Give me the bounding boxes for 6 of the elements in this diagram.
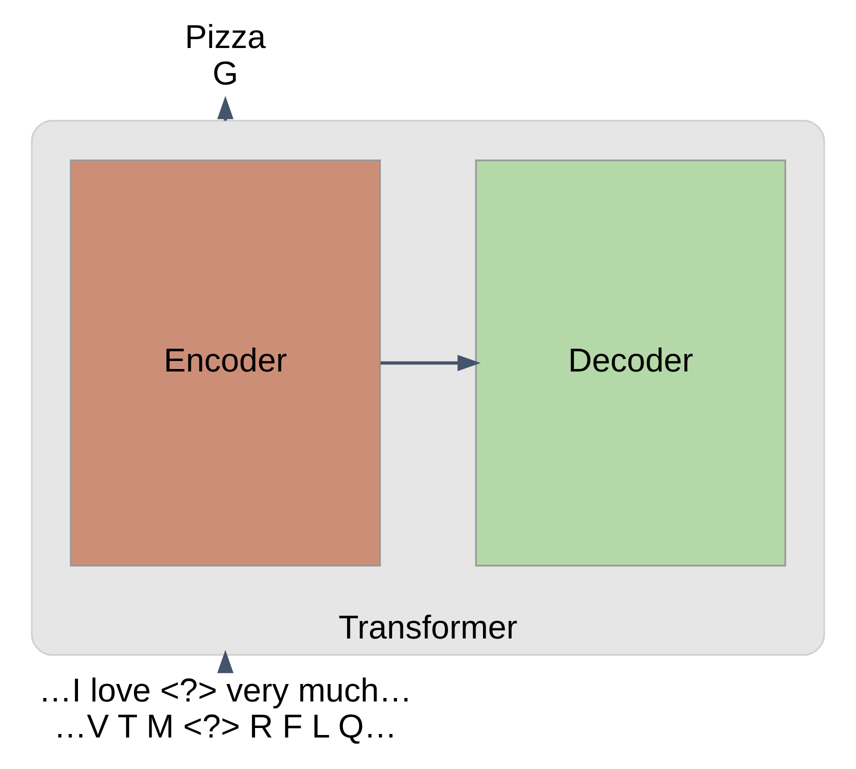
node-text: …I love <?> very much… …V T M <?> R F L Q… [38,672,412,746]
node-box: Decoder [475,160,786,566]
node-text: Pizza G [184,18,266,92]
arrow [380,354,481,372]
node-box: Encoder [70,160,381,566]
arrow [217,650,234,674]
